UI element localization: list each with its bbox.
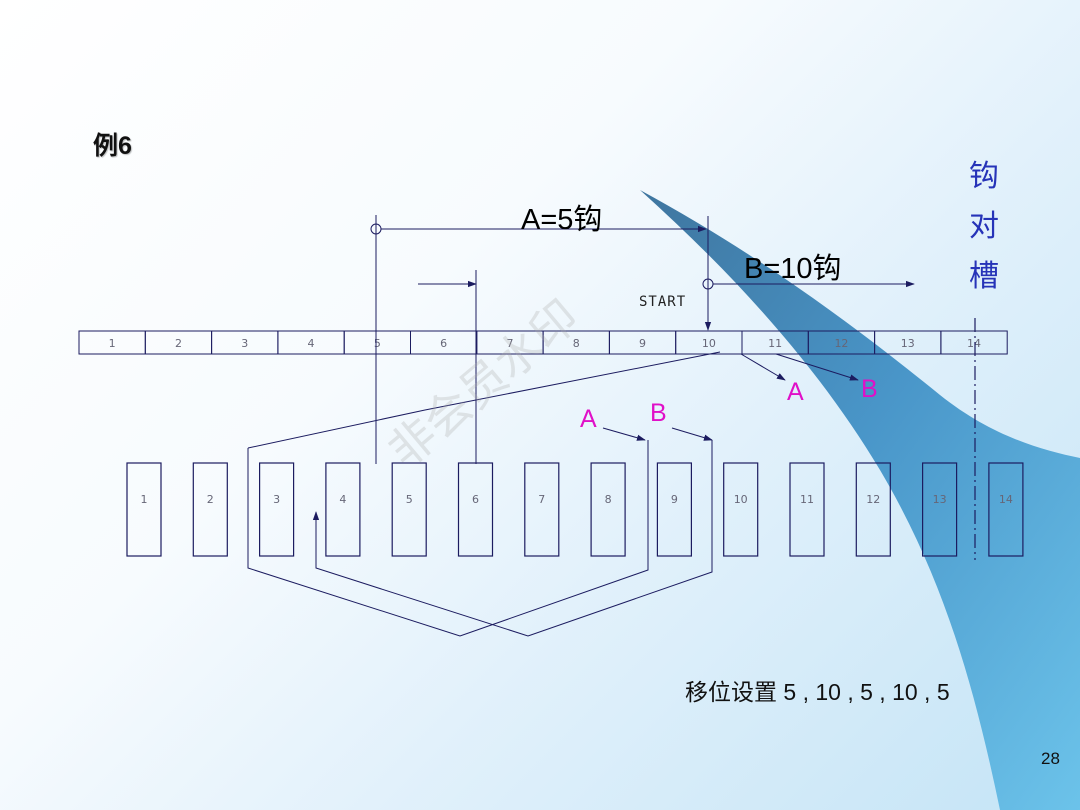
slot [988, 462, 1024, 557]
slot-label: 5 [406, 493, 413, 506]
slot-label: 12 [866, 493, 880, 506]
slot [457, 462, 494, 557]
slot [590, 462, 626, 557]
slot [789, 462, 825, 557]
slot-label: 8 [605, 493, 612, 506]
side-label: 钩对槽 [969, 160, 999, 293]
marker-a-hooks: A [787, 378, 804, 406]
hook-cell-label: 14 [967, 337, 981, 350]
hook-cell-label: 9 [639, 337, 646, 350]
slot-label: 7 [538, 493, 545, 506]
slot [259, 462, 295, 557]
slot-label: 13 [933, 493, 947, 506]
slot [723, 462, 759, 557]
slot-label: 9 [671, 493, 678, 506]
marker-b-slots: B [650, 399, 667, 427]
shift-setting-note: 移位设置 5 , 10 , 5 , 10 , 5 [685, 679, 950, 705]
slot-label: 1 [141, 493, 148, 506]
hook-cell-label: 6 [440, 337, 447, 350]
slot-label: 2 [207, 493, 214, 506]
hook-cell-label: 12 [834, 337, 848, 350]
hook-cell-label: 5 [374, 337, 381, 350]
hook-a-label: A=5钩 [521, 204, 603, 236]
hook-cell-label: 1 [109, 337, 116, 350]
slot-label: 11 [800, 493, 814, 506]
dimension-b [702, 278, 915, 290]
shift-paths [247, 351, 859, 637]
slot [524, 462, 560, 557]
hook-b-label: B=10钩 [744, 253, 842, 285]
slot-label: 3 [273, 493, 280, 506]
slot-label: 14 [999, 493, 1013, 506]
slot-label: 6 [472, 493, 479, 506]
slot [126, 462, 162, 557]
slot [855, 462, 891, 557]
hook-cell-label: 3 [241, 337, 248, 350]
hook-cell-label: 10 [702, 337, 716, 350]
dimension-a [370, 215, 712, 464]
slot [921, 462, 958, 557]
page-number: 28 [1041, 749, 1060, 768]
slot-label: 10 [734, 493, 748, 506]
hook-cell-label: 13 [901, 337, 915, 350]
slot [192, 462, 228, 557]
hook-cell-label: 11 [768, 337, 782, 350]
marker-b-hooks: B [861, 375, 878, 403]
marker-a-slots: A [580, 405, 597, 433]
decorative-swoosh [640, 190, 1080, 810]
start-label: START [639, 294, 687, 310]
position-6-leader [418, 270, 477, 464]
hook-cell-label: 2 [175, 337, 182, 350]
hook-cell-label: 4 [308, 337, 315, 350]
slot [325, 462, 361, 557]
slide-title: 例6 [93, 132, 132, 160]
hook-cell-label: 8 [573, 337, 580, 350]
hook-cell-label: 7 [506, 337, 513, 350]
slot [391, 462, 427, 557]
hook-cell [940, 330, 1008, 355]
slot-label: 4 [339, 493, 346, 506]
slot [656, 462, 693, 557]
